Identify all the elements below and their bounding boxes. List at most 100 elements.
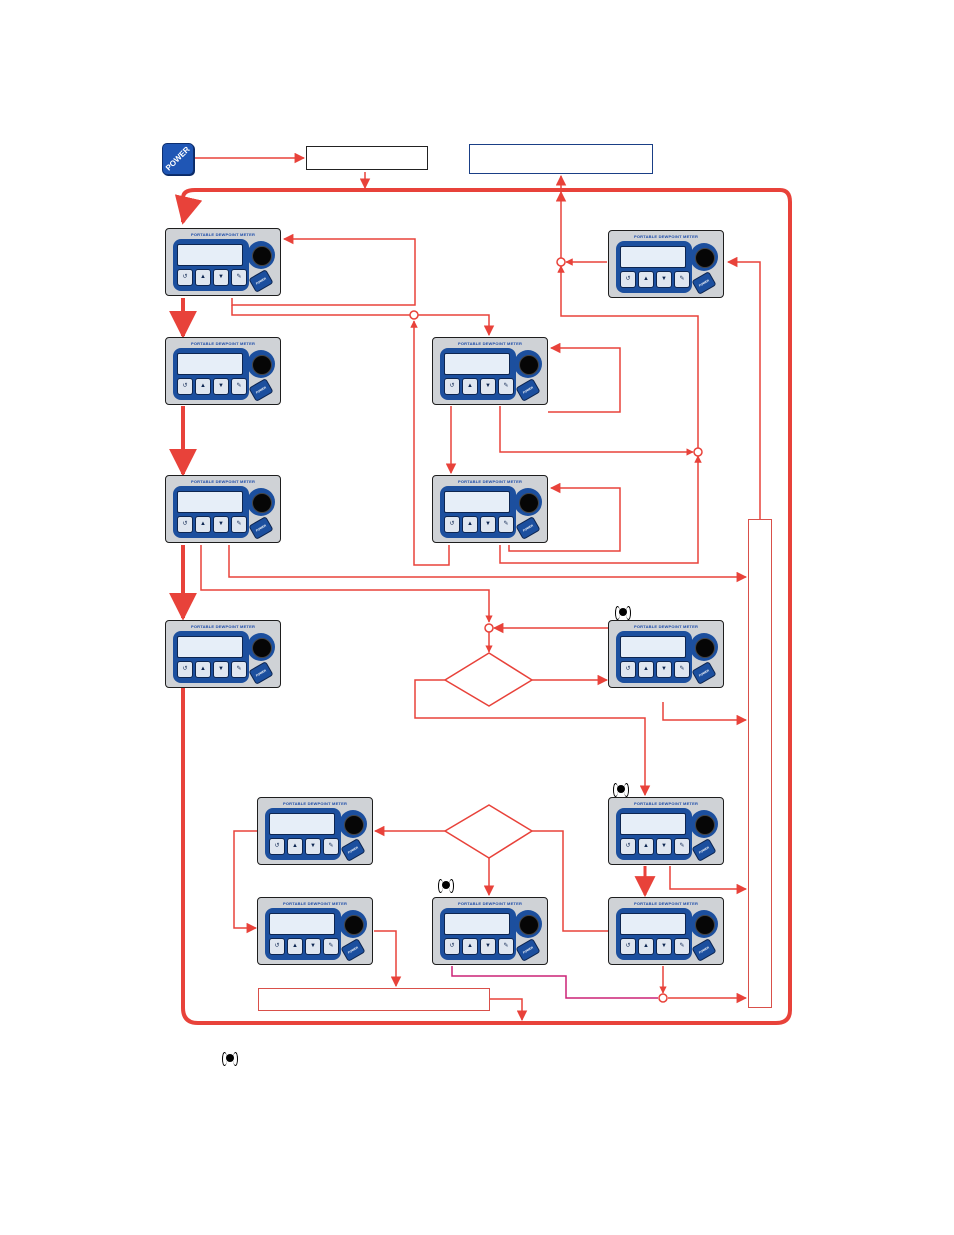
meter-knob-ring bbox=[247, 488, 275, 516]
meter-knob-icon bbox=[695, 248, 715, 268]
down-key-icon: ▼ bbox=[480, 516, 496, 533]
meter-keypad: ↺▲▼✎ bbox=[444, 938, 514, 955]
meter-lcd bbox=[620, 813, 686, 835]
meter-title: PORTABLE DEWPOINT METER bbox=[633, 234, 699, 239]
meter-power-key: POWER bbox=[248, 269, 274, 293]
down-key-icon: ▼ bbox=[656, 271, 672, 288]
meter-keypad: ↺▲▼✎ bbox=[177, 661, 247, 678]
meter-power-key: POWER bbox=[691, 838, 717, 862]
down-key-icon: ▼ bbox=[656, 938, 672, 955]
up-key-icon: ▲ bbox=[195, 269, 211, 286]
down-key-icon: ▼ bbox=[656, 661, 672, 678]
up-key-icon: ▲ bbox=[462, 938, 478, 955]
undo-key-icon: ↺ bbox=[620, 838, 636, 855]
meter-panel: ↺▲▼✎ bbox=[440, 348, 516, 400]
meter-lcd bbox=[177, 491, 243, 513]
meter-lcd bbox=[444, 913, 510, 935]
undo-key-icon: ↺ bbox=[444, 378, 460, 395]
m3-to-decision bbox=[200, 545, 493, 623]
undo-key-icon: ↺ bbox=[269, 938, 285, 955]
meter-power-key: POWER bbox=[248, 661, 274, 685]
meter-power-key: POWER bbox=[248, 378, 274, 402]
pen-key-icon: ✎ bbox=[323, 938, 339, 955]
meter-power-key: POWER bbox=[515, 938, 541, 962]
down-key-icon: ▼ bbox=[213, 661, 229, 678]
meter-power-key: POWER bbox=[248, 516, 274, 540]
meter-title: PORTABLE DEWPOINT METER bbox=[457, 479, 523, 484]
meter-panel: ↺▲▼✎ bbox=[265, 808, 341, 860]
meter-title: PORTABLE DEWPOINT METER bbox=[633, 624, 699, 629]
up-key-icon: ▲ bbox=[638, 838, 654, 855]
meter-title: PORTABLE DEWPOINT METER bbox=[457, 341, 523, 346]
pen-key-icon: ✎ bbox=[231, 516, 247, 533]
meter-keypad: ↺▲▼✎ bbox=[620, 838, 690, 855]
bottombox-to-loop bbox=[490, 998, 528, 1022]
m11-to-m12 bbox=[233, 830, 258, 934]
dewpoint-meter-11: PORTABLE DEWPOINT METER↺▲▼✎POWER bbox=[257, 797, 373, 865]
pen-key-icon: ✎ bbox=[498, 378, 514, 395]
up-key-icon: ▲ bbox=[638, 661, 654, 678]
meter-knob-icon bbox=[519, 355, 539, 375]
right-column-box bbox=[748, 519, 772, 1008]
meter-lcd bbox=[620, 913, 686, 935]
pen-key-icon: ✎ bbox=[498, 938, 514, 955]
m6-self-loop bbox=[508, 482, 621, 552]
up-key-icon: ▲ bbox=[195, 516, 211, 533]
meter-title: PORTABLE DEWPOINT METER bbox=[457, 901, 523, 906]
meter-lcd bbox=[177, 244, 243, 266]
meter-knob-ring bbox=[339, 810, 367, 838]
power-button[interactable]: POWER bbox=[162, 143, 194, 175]
down-key-icon: ▼ bbox=[213, 378, 229, 395]
alarm-icon bbox=[438, 879, 454, 893]
meter-knob-icon bbox=[344, 815, 364, 835]
meter-keypad: ↺▲▼✎ bbox=[620, 938, 690, 955]
down-key-icon: ▼ bbox=[213, 269, 229, 286]
meter-knob-ring bbox=[690, 810, 718, 838]
meter-lcd bbox=[444, 353, 510, 375]
m1-self-loop bbox=[231, 233, 416, 306]
bottom-box bbox=[258, 988, 490, 1011]
meter-panel: ↺▲▼✎ bbox=[616, 808, 692, 860]
undo-key-icon: ↺ bbox=[177, 269, 193, 286]
meter-keypad: ↺▲▼✎ bbox=[269, 838, 339, 855]
blue-box bbox=[469, 144, 653, 174]
meter-panel: ↺▲▼✎ bbox=[173, 239, 249, 291]
meter-panel: ↺▲▼✎ bbox=[265, 908, 341, 960]
rightbox-to-m7 bbox=[726, 256, 761, 519]
pen-key-icon: ✎ bbox=[231, 661, 247, 678]
meter-knob-icon bbox=[252, 246, 272, 266]
pen-key-icon: ✎ bbox=[674, 938, 690, 955]
meter-title: PORTABLE DEWPOINT METER bbox=[633, 801, 699, 806]
up-key-icon: ▲ bbox=[195, 378, 211, 395]
decision-diamond-1 bbox=[443, 652, 534, 707]
meter-title: PORTABLE DEWPOINT METER bbox=[282, 901, 348, 906]
m13-to-junction4 bbox=[451, 966, 658, 999]
dewpoint-meter-4: PORTABLE DEWPOINT METER↺▲▼✎POWER bbox=[165, 620, 281, 688]
main-loop-line bbox=[181, 188, 792, 1025]
dewpoint-meter-3: PORTABLE DEWPOINT METER ↺▲▼✎POWER bbox=[165, 475, 281, 543]
meter-keypad: ↺▲▼✎ bbox=[444, 516, 514, 533]
meter-lcd bbox=[177, 636, 243, 658]
loop-entry-arrow bbox=[174, 194, 203, 225]
m6-back-to-junction bbox=[410, 320, 450, 566]
meter-knob-icon bbox=[695, 638, 715, 658]
undo-key-icon: ↺ bbox=[177, 378, 193, 395]
meter-title: PORTABLE DEWPOINT METER bbox=[190, 479, 256, 484]
alarm-icon bbox=[615, 606, 631, 620]
meter-power-key: POWER bbox=[691, 938, 717, 962]
meter-panel: ↺▲▼✎ bbox=[440, 908, 516, 960]
dewpoint-meter-10: PORTABLE DEWPOINT METER↺▲▼✎POWER bbox=[608, 897, 724, 965]
meter-panel: ↺▲▼✎ bbox=[173, 486, 249, 538]
meter-knob-icon bbox=[252, 638, 272, 658]
up-key-icon: ▲ bbox=[462, 378, 478, 395]
up-key-icon: ▲ bbox=[287, 838, 303, 855]
decision-diamond-2 bbox=[443, 804, 534, 859]
meter-panel: ↺▲▼✎ bbox=[440, 486, 516, 538]
meter-knob-ring bbox=[514, 350, 542, 378]
meter-lcd bbox=[620, 636, 686, 658]
meter-knob-ring bbox=[514, 910, 542, 938]
meter-keypad: ↺▲▼✎ bbox=[444, 378, 514, 395]
m10-to-diamond2 bbox=[532, 830, 608, 932]
m1-to-junction bbox=[231, 305, 410, 316]
